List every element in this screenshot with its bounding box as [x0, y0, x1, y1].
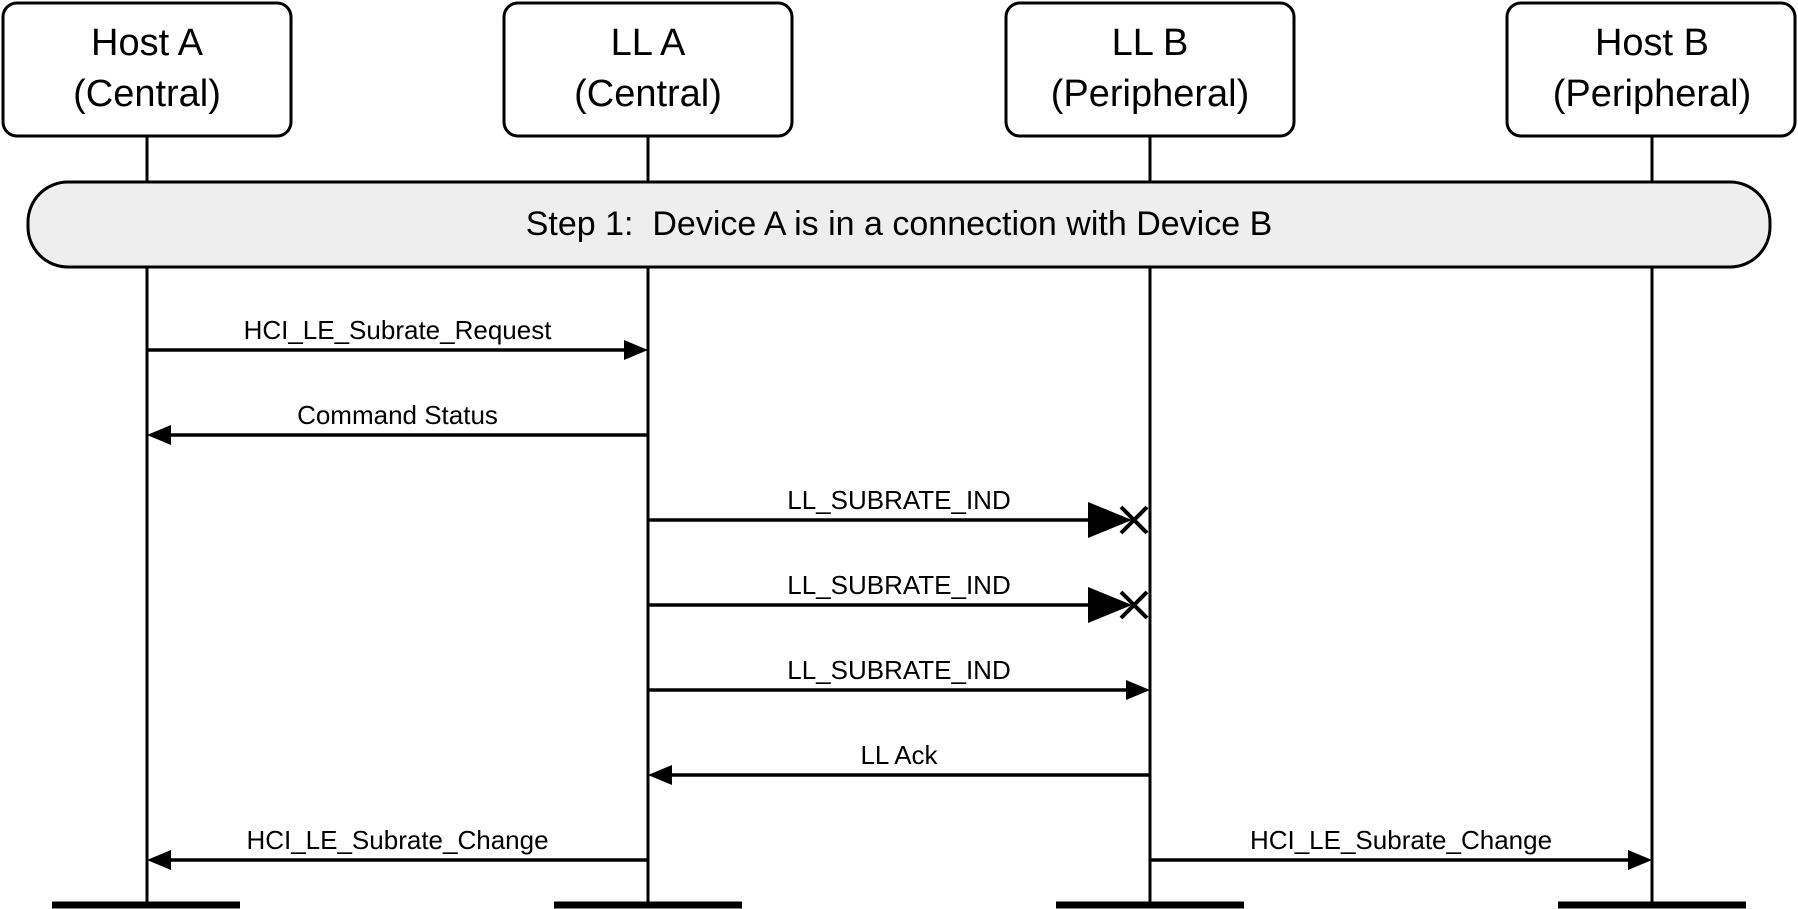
arrowhead — [648, 765, 672, 785]
message-arrow: LL_SUBRATE_IND — [648, 485, 1149, 538]
message-label: LL_SUBRATE_IND — [787, 655, 1011, 685]
participant-box — [1004, 1, 1296, 138]
arrowhead — [1088, 587, 1132, 623]
message-arrow: LL Ack — [648, 740, 1150, 785]
message-label: LL Ack — [860, 740, 938, 770]
participant-role: (Central) — [574, 73, 722, 115]
arrowhead — [147, 850, 171, 870]
participant-role: (Central) — [73, 73, 221, 115]
message-label: HCI_LE_Subrate_Change — [246, 825, 548, 855]
lost-message-x-icon — [1119, 505, 1149, 535]
participant-box — [502, 1, 794, 138]
message-label: Command Status — [297, 400, 498, 430]
message-label: HCI_LE_Subrate_Request — [244, 315, 553, 345]
step-box — [26, 180, 1772, 269]
message-arrow: LL_SUBRATE_IND — [648, 570, 1149, 623]
message-arrow: LL_SUBRATE_IND — [648, 655, 1150, 700]
arrowhead — [1088, 502, 1132, 538]
arrowhead — [624, 340, 648, 360]
lost-message-x-icon — [1119, 590, 1149, 620]
message-label: LL_SUBRATE_IND — [787, 570, 1011, 600]
arrowhead — [1126, 680, 1150, 700]
participant-role: (Peripheral) — [1051, 73, 1250, 115]
message-arrow: HCI_LE_Subrate_Change — [147, 825, 648, 870]
participant-ll-b: LL B (Peripheral) — [1004, 1, 1296, 138]
participant-host-b: Host B (Peripheral) — [1505, 1, 1797, 138]
participant-ll-a: LL A (Central) — [502, 1, 794, 138]
participant-name: LL B — [1112, 22, 1189, 64]
participant-name: Host A — [91, 22, 204, 64]
message-arrow: HCI_LE_Subrate_Request — [147, 315, 648, 360]
arrowhead — [147, 425, 171, 445]
step-label: Step 1: Device A is in a connection with… — [526, 205, 1273, 243]
message-arrow: HCI_LE_Subrate_Change — [1150, 825, 1652, 870]
participant-box — [1, 1, 293, 138]
message-arrow: Command Status — [147, 400, 648, 445]
participant-role: (Peripheral) — [1553, 73, 1752, 115]
participant-host-a: Host A (Central) — [1, 1, 293, 138]
step-banner: Step 1: Device A is in a connection with… — [26, 180, 1772, 269]
participant-name: Host B — [1595, 22, 1709, 64]
message-label: LL_SUBRATE_IND — [787, 485, 1011, 515]
message-label: HCI_LE_Subrate_Change — [1250, 825, 1552, 855]
participant-name: LL A — [611, 22, 686, 64]
arrowhead — [1628, 850, 1652, 870]
participant-box — [1505, 1, 1797, 138]
